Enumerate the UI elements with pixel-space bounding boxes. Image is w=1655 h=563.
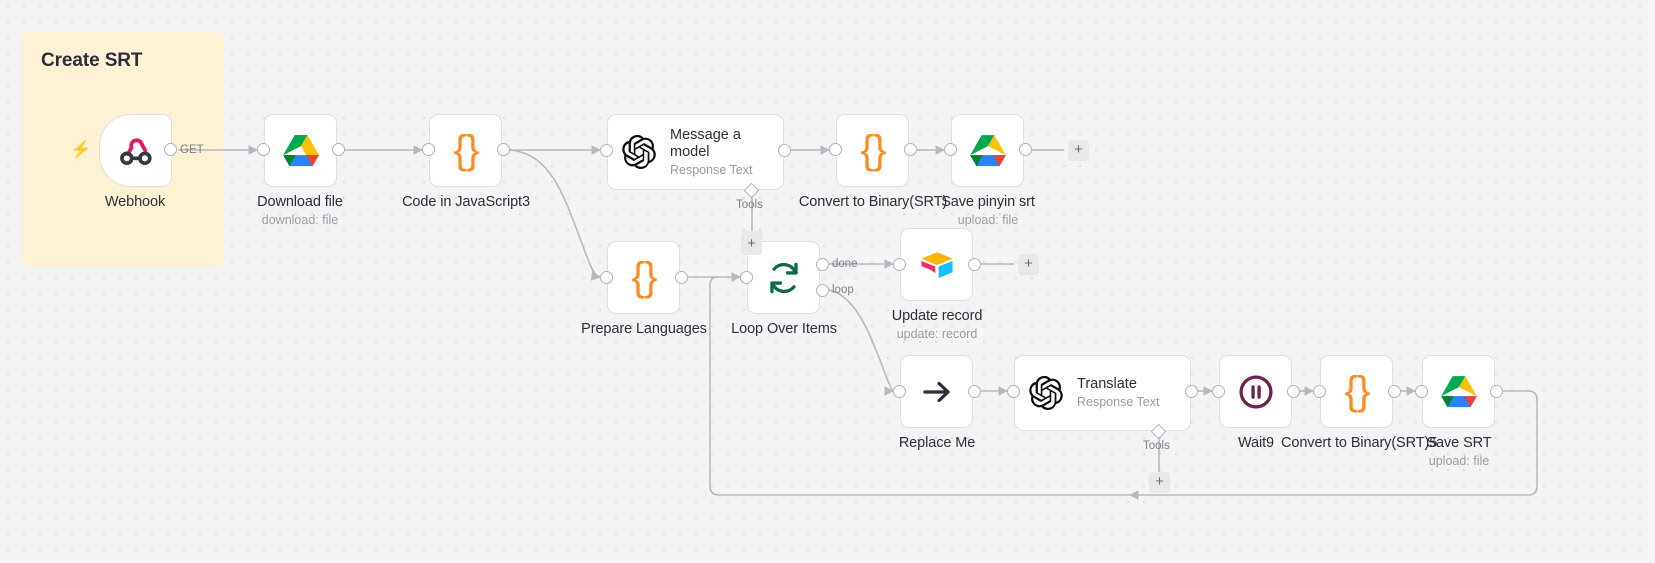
port-prepare-languages-input[interactable] (600, 271, 613, 284)
trigger-bolt-icon: ⚡ (70, 140, 92, 159)
port-save-srt-output[interactable] (1490, 385, 1503, 398)
caption-prepare-languages: Prepare Languages (581, 321, 707, 337)
port-convert-to-binary-srt5-input[interactable] (1313, 385, 1326, 398)
port-message-a-model-input[interactable] (600, 144, 613, 157)
webhook-icon (117, 132, 155, 170)
port-update-record-output[interactable] (968, 258, 981, 271)
port-download-file-input[interactable] (257, 143, 270, 156)
google-drive-icon (281, 133, 321, 169)
caption-convert-to-binary-srt: Convert to Binary(SRT) (798, 194, 948, 210)
port-code-in-javascript3-output[interactable] (497, 143, 510, 156)
caption-code-in-javascript3: Code in JavaScript3 (402, 194, 530, 210)
caption-convert-to-binary-srt5: Convert to Binary(SRT)5 (1281, 435, 1438, 451)
port-translate-input[interactable] (1007, 385, 1020, 398)
node-save-pinyin-srt[interactable] (951, 114, 1024, 187)
port-prepare-languages-output[interactable] (675, 271, 688, 284)
node-download-file[interactable] (264, 114, 337, 187)
code-braces-icon: { } (453, 128, 479, 172)
node-translate-text: Translate Response Text (1077, 376, 1160, 410)
add-loop-over-items-button[interactable]: + (741, 234, 762, 255)
port-convert-to-binary-srt-output[interactable] (904, 143, 917, 156)
node-code-in-javascript3[interactable]: { } (429, 114, 502, 187)
port-replace-me-output[interactable] (968, 385, 981, 398)
sticky-note-title: Create SRT (41, 50, 143, 71)
port-webhook-output[interactable] (164, 143, 177, 156)
loop-refresh-icon (765, 259, 803, 297)
node-convert-to-binary-srt5[interactable]: { } (1320, 355, 1393, 428)
caption-save-pinyin-srt: Save pinyin srt upload: file (941, 194, 1035, 227)
caption-save-srt: Save SRT upload: file (1426, 435, 1492, 468)
add-after-save-pinyin-srt-button[interactable]: + (1068, 140, 1089, 161)
openai-icon (622, 135, 656, 169)
node-save-srt[interactable] (1422, 355, 1495, 428)
port-code-in-javascript3-input[interactable] (422, 143, 435, 156)
airtable-icon (916, 246, 958, 284)
port-wait9-input[interactable] (1212, 385, 1225, 398)
label-tools-translate: Tools (1143, 440, 1170, 452)
label-loop-done: done (832, 258, 858, 270)
node-prepare-languages[interactable]: { } (607, 241, 680, 314)
port-convert-to-binary-srt-input[interactable] (829, 143, 842, 156)
port-download-file-output[interactable] (332, 143, 345, 156)
port-loop-over-items-input[interactable] (740, 271, 753, 284)
code-braces-icon: { } (1344, 369, 1370, 413)
node-message-a-model[interactable]: Message a model Response Text (607, 114, 784, 190)
port-replace-me-input[interactable] (893, 385, 906, 398)
port-loop-over-items-output-done[interactable] (816, 258, 829, 271)
node-replace-me[interactable] (900, 355, 973, 428)
port-loop-over-items-output-loop[interactable] (816, 284, 829, 297)
port-save-srt-input[interactable] (1415, 385, 1428, 398)
caption-replace-me: Replace Me (898, 435, 976, 451)
caption-download-file: Download file download: file (257, 194, 343, 227)
add-after-update-record-button[interactable]: + (1018, 254, 1039, 275)
label-webhook-method: GET (180, 144, 204, 156)
port-message-a-model-output[interactable] (778, 144, 791, 157)
google-drive-icon (968, 133, 1008, 169)
pause-circle-icon (1237, 373, 1275, 411)
code-braces-icon: { } (631, 255, 657, 299)
code-braces-icon: { } (860, 128, 886, 172)
node-message-a-model-text: Message a model Response Text (670, 126, 753, 177)
port-convert-to-binary-srt5-output[interactable] (1388, 385, 1401, 398)
port-save-pinyin-srt-input[interactable] (944, 143, 957, 156)
google-drive-icon (1439, 374, 1479, 410)
node-translate[interactable]: Translate Response Text (1014, 355, 1191, 431)
caption-wait9: Wait9 (1237, 435, 1275, 451)
node-wait9[interactable] (1219, 355, 1292, 428)
label-loop-loop: loop (832, 284, 854, 296)
arrow-right-icon (920, 375, 954, 409)
node-webhook[interactable] (99, 114, 172, 187)
label-tools-message-a-model: Tools (736, 199, 763, 211)
node-update-record[interactable] (900, 228, 973, 301)
node-convert-to-binary-srt[interactable]: { } (836, 114, 909, 187)
openai-icon (1029, 376, 1063, 410)
caption-loop-over-items: Loop Over Items (731, 321, 837, 337)
port-translate-output[interactable] (1185, 385, 1198, 398)
port-update-record-input[interactable] (893, 258, 906, 271)
port-save-pinyin-srt-output[interactable] (1019, 143, 1032, 156)
port-wait9-output[interactable] (1287, 385, 1300, 398)
caption-update-record: Update record update: record (891, 308, 983, 341)
add-tools-translate-button[interactable]: + (1149, 472, 1170, 493)
